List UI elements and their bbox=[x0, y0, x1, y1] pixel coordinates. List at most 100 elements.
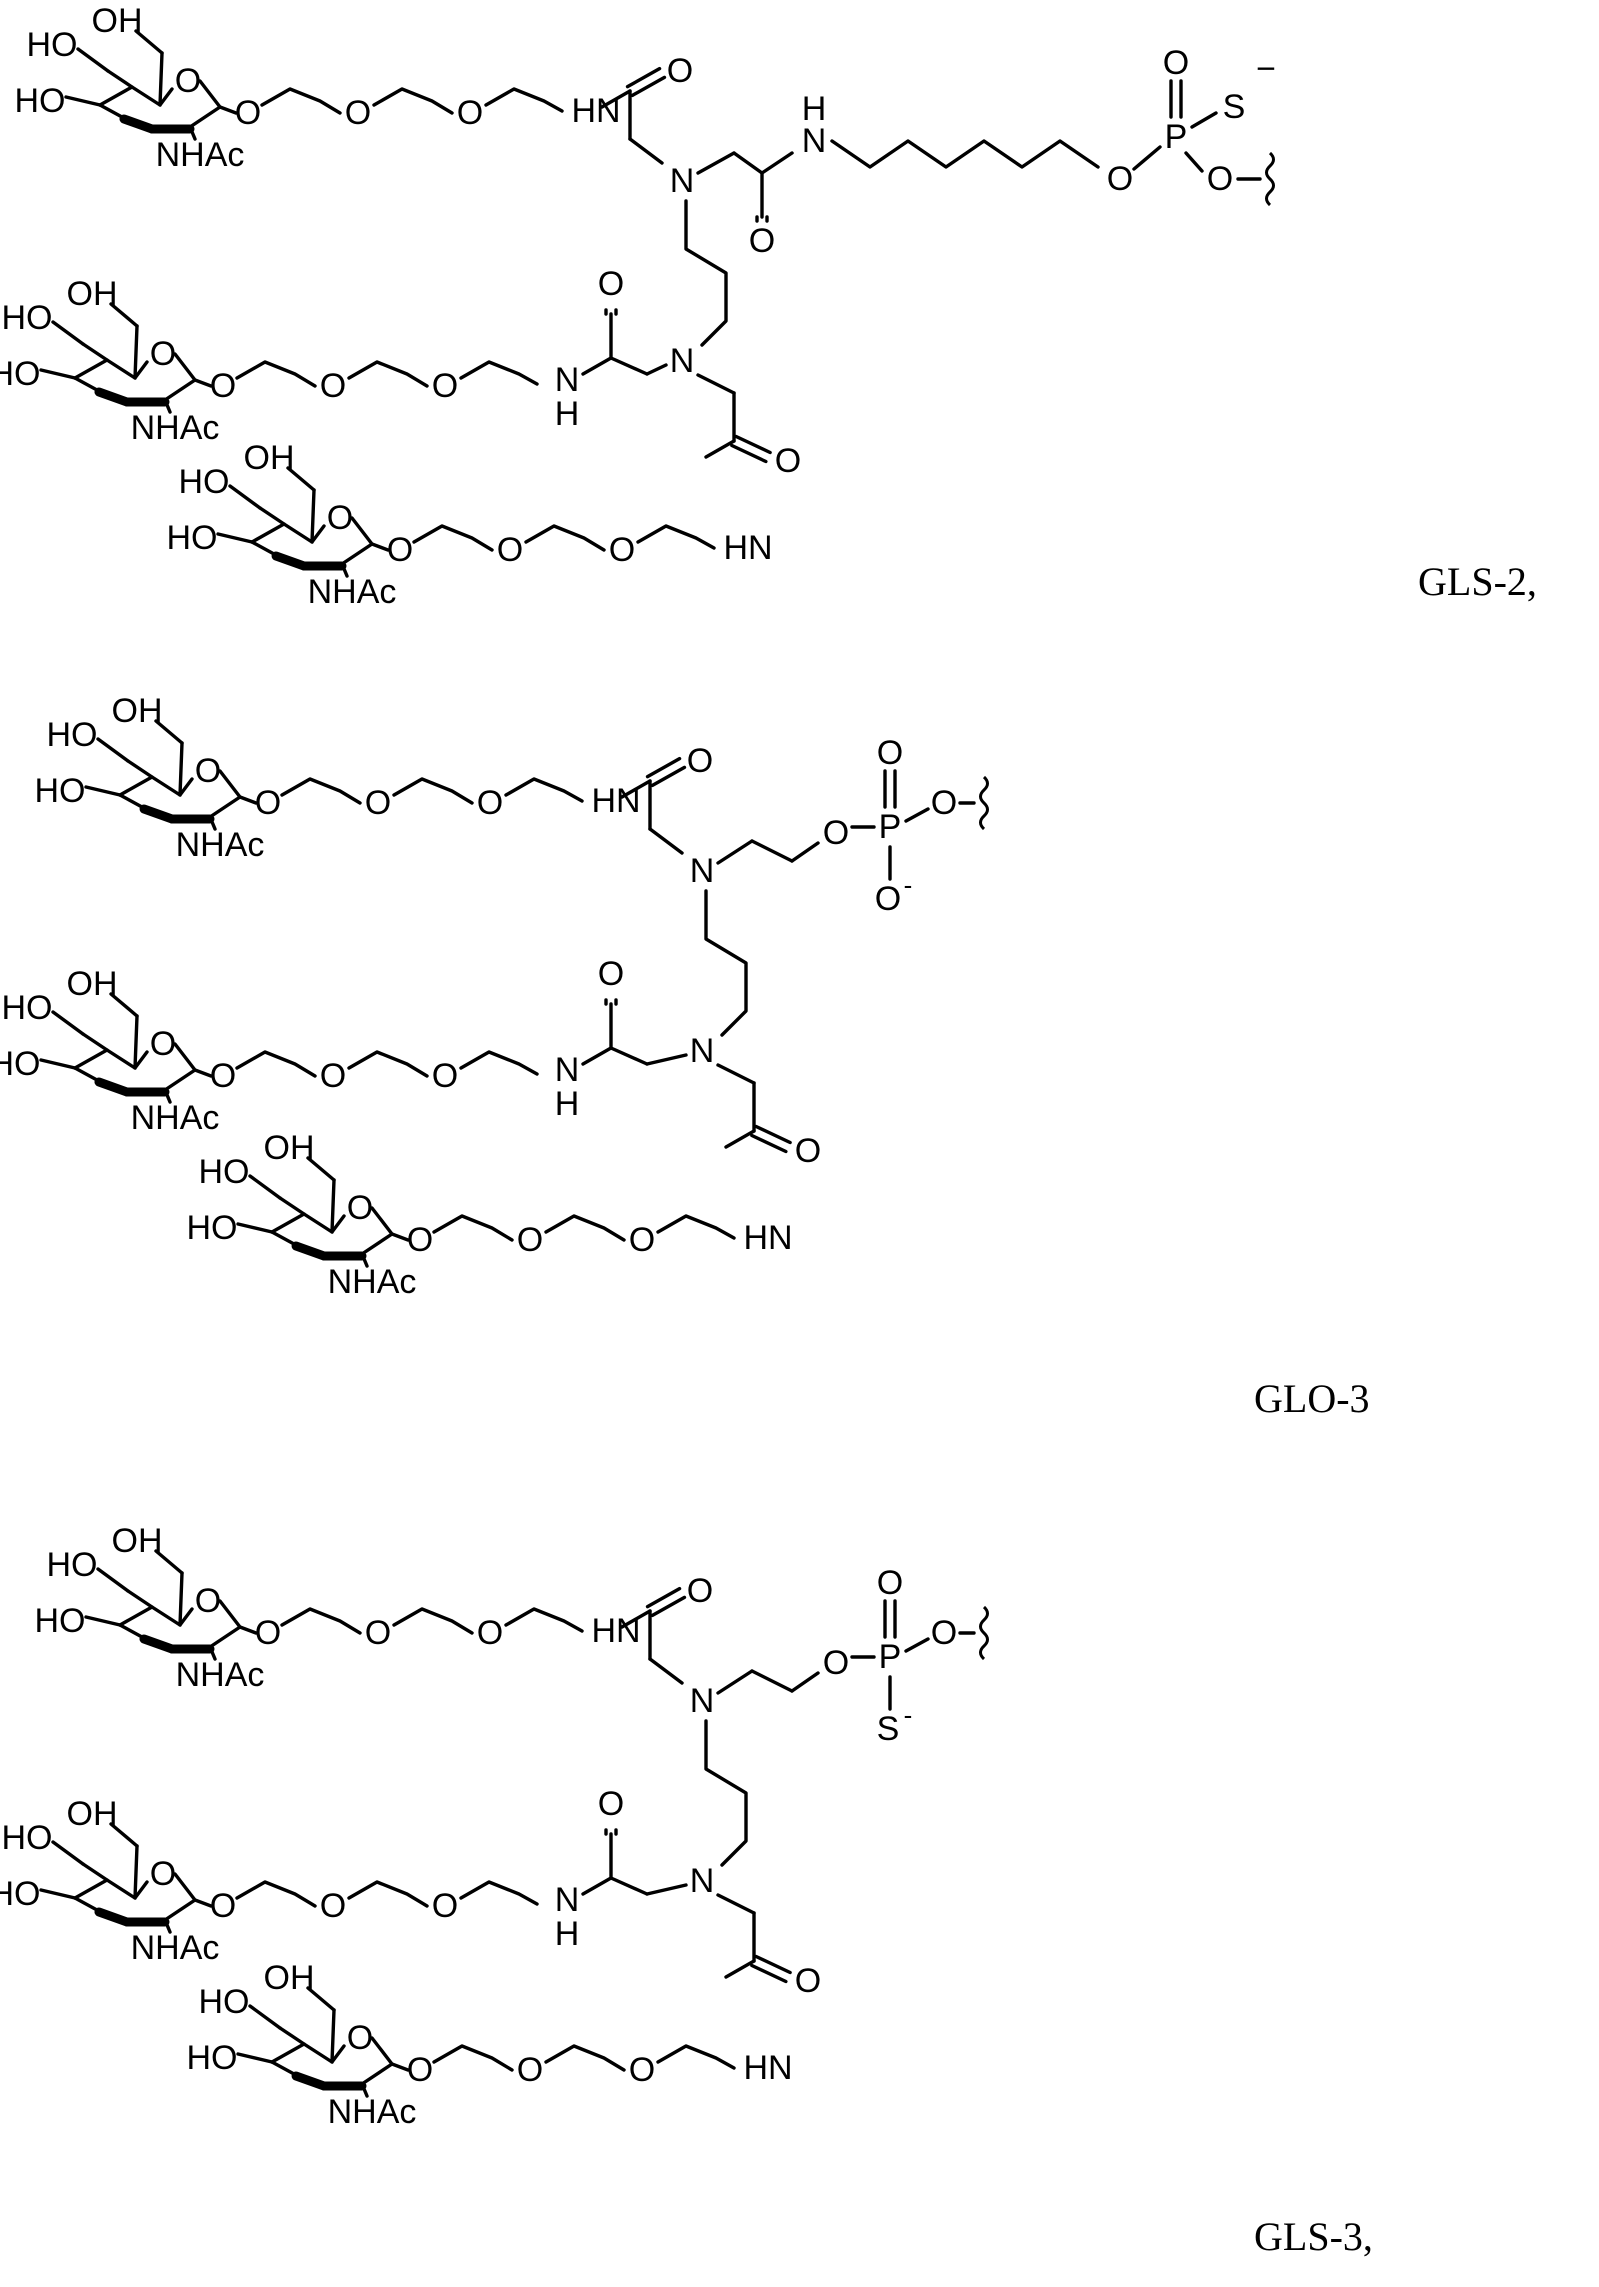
phosphate-oxygen-label: O bbox=[823, 1644, 849, 1682]
bond bbox=[83, 344, 107, 360]
teg-chain-1 bbox=[237, 1052, 315, 1076]
compound-glo3: OHHOHOONHAcOOOHNOHHOHOONHAcOOONHOHHOHOON… bbox=[0, 692, 1370, 1421]
amide-n-label: N bbox=[555, 361, 580, 399]
galnac-arm: OHHOHOONHAcOOONH bbox=[0, 1795, 579, 1967]
bond bbox=[718, 1671, 752, 1693]
teg-chain-1 bbox=[237, 1882, 315, 1906]
teg-chain-2 bbox=[374, 89, 452, 113]
bond bbox=[111, 304, 137, 326]
tertiary-amine-label: N bbox=[670, 342, 695, 380]
hydroxyl-label: HO bbox=[179, 463, 230, 501]
bond bbox=[726, 1131, 754, 1147]
glycosidic-oxygen-label: O bbox=[407, 1221, 433, 1259]
ether-oxygen-label: O bbox=[320, 1057, 346, 1095]
carbonyl-oxygen-label: O bbox=[667, 52, 693, 90]
amide-h-label: H bbox=[555, 1915, 580, 1953]
bond bbox=[583, 1878, 611, 1894]
teg-chain-2 bbox=[546, 2046, 624, 2070]
bond bbox=[66, 97, 100, 105]
bond bbox=[53, 1842, 83, 1864]
galnac-arm: OHHOHOONHAcOOOHN bbox=[167, 439, 773, 611]
teg-chain-3 bbox=[461, 1882, 537, 1904]
propyl-linker bbox=[686, 201, 726, 345]
phosphorus-label: P bbox=[1165, 118, 1188, 156]
phosphoryl-oxygen-label: O bbox=[877, 734, 903, 772]
bond bbox=[272, 2062, 294, 2074]
ether-oxygen-label: O bbox=[365, 1614, 391, 1652]
amide-hn-label: HN bbox=[571, 92, 620, 130]
hydroxyl-label: HO bbox=[47, 716, 98, 754]
teg-chain-1 bbox=[262, 89, 340, 113]
ether-oxygen-label: O bbox=[345, 94, 371, 132]
bond bbox=[718, 1065, 754, 1083]
bond bbox=[288, 468, 314, 490]
hydroxyl-label: HO bbox=[0, 355, 41, 393]
hydroxyl-label: HO bbox=[35, 1602, 86, 1640]
bond bbox=[218, 534, 252, 542]
ether-oxygen-label: O bbox=[629, 1221, 655, 1259]
hydroxyl-label: OH bbox=[244, 439, 295, 477]
carbonyl-oxygen-label: O bbox=[775, 442, 801, 480]
bond bbox=[120, 795, 142, 807]
bond bbox=[698, 153, 734, 173]
bond bbox=[792, 1673, 818, 1691]
amide-n-label: N bbox=[555, 1881, 580, 1919]
bond bbox=[734, 153, 762, 173]
galnac-arm: OHHOHOONHAcOOOHN bbox=[187, 1959, 793, 2131]
ether-oxygen-label: O bbox=[320, 367, 346, 405]
nhac-label: NHAc bbox=[156, 136, 245, 174]
ether-oxygen-label: O bbox=[320, 1887, 346, 1925]
propyl-linker bbox=[706, 1721, 746, 1865]
bond bbox=[611, 1048, 647, 1064]
ether-oxygen-label: O bbox=[477, 1614, 503, 1652]
teg-chain-1 bbox=[237, 362, 315, 386]
bond bbox=[1192, 113, 1216, 127]
bond bbox=[906, 809, 928, 821]
ether-oxygen-label: O bbox=[365, 784, 391, 822]
bond bbox=[650, 829, 682, 853]
teg-chain-3 bbox=[506, 1609, 582, 1631]
carbonyl-oxygen-label: O bbox=[598, 955, 624, 993]
teg-chain-3 bbox=[658, 2046, 734, 2068]
tertiary-amine-label: N bbox=[690, 1032, 715, 1070]
bond bbox=[280, 1198, 304, 1214]
hydroxyl-label: OH bbox=[264, 1129, 315, 1167]
bond bbox=[252, 542, 274, 554]
nhac-label: NHAc bbox=[131, 1929, 220, 1967]
teg-chain-3 bbox=[461, 1052, 537, 1074]
bond bbox=[1134, 147, 1160, 169]
hydroxyl-label: HO bbox=[27, 26, 78, 64]
nhac-label: NHAc bbox=[308, 573, 397, 611]
hydroxyl-label: HO bbox=[199, 1153, 250, 1191]
bond bbox=[250, 2006, 280, 2028]
bond bbox=[762, 153, 792, 173]
bond bbox=[718, 1895, 754, 1913]
bond bbox=[752, 841, 792, 861]
galnac-arm: OHHOHOONHAcOOOHN bbox=[15, 2, 621, 174]
bond bbox=[75, 378, 97, 390]
hydroxyl-label: HO bbox=[0, 1045, 41, 1083]
carbonyl-oxygen-label: O bbox=[687, 1572, 713, 1610]
ring-oxygen-label: O bbox=[150, 1025, 176, 1063]
amide-hn-label: HN bbox=[591, 1612, 640, 1650]
bond bbox=[752, 1671, 792, 1691]
charge-label: - bbox=[904, 1700, 913, 1730]
bond bbox=[156, 1551, 182, 1573]
amide-n-label: N bbox=[555, 1051, 580, 1089]
phosphoryl-oxygen-label: O bbox=[877, 1564, 903, 1602]
glycosidic-oxygen-label: O bbox=[210, 367, 236, 405]
ether-oxygen-label: O bbox=[457, 94, 483, 132]
bond bbox=[128, 1591, 152, 1607]
teg-chain-3 bbox=[658, 1216, 734, 1238]
bond bbox=[583, 1048, 611, 1064]
teg-chain-1 bbox=[282, 1609, 360, 1633]
compound-gls3: OHHOHOONHAcOOOHNOHHOHOONHAcOOONHOHHOHOON… bbox=[0, 1522, 1373, 2259]
bond bbox=[75, 1068, 97, 1080]
bond bbox=[78, 49, 108, 71]
bond bbox=[120, 1625, 142, 1637]
bond bbox=[86, 1617, 120, 1625]
carbonyl-oxygen-label: O bbox=[687, 742, 713, 780]
bond bbox=[272, 1232, 294, 1244]
